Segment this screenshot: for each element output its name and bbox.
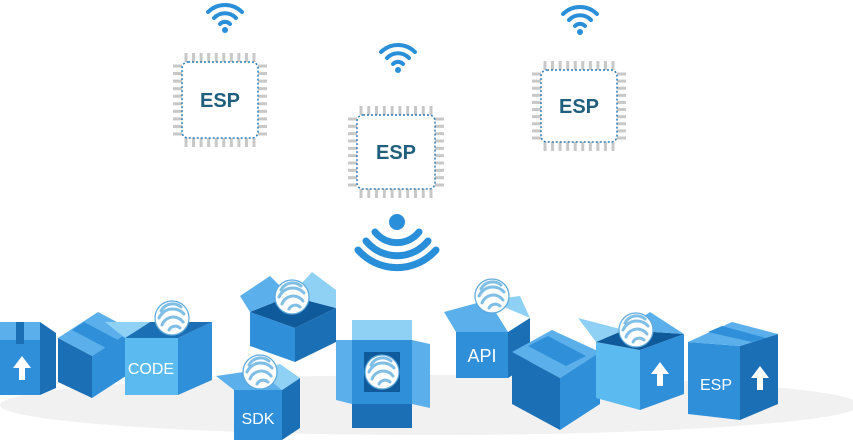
espressif-logo-icon: [241, 353, 279, 391]
espressif-logo-icon: [473, 277, 511, 315]
package-box-center: [336, 320, 430, 428]
chip-label: ESP: [376, 142, 416, 164]
wifi-icon: [379, 42, 417, 75]
package-box-sdk: SDK: [216, 353, 300, 440]
package-box-arrow: [0, 322, 56, 395]
code-label: CODE: [128, 361, 174, 378]
esp-chip: ESP: [173, 53, 267, 147]
chip-label: ESP: [200, 90, 240, 112]
package-box-open-top: [240, 272, 336, 362]
api-label: API: [467, 346, 496, 366]
package-box-api: API: [444, 277, 530, 378]
espressif-logo-icon: [273, 278, 311, 316]
espressif-logo-icon: [153, 299, 191, 337]
espressif-logo-icon: [617, 311, 655, 349]
package-box-open-arrow: [578, 311, 684, 410]
package-box-code: CODE: [105, 299, 212, 395]
esp-box-label: ESP: [700, 377, 732, 394]
wifi-icon: [561, 4, 599, 37]
wifi-icon: [206, 2, 244, 35]
package-box-esp: ESP: [688, 322, 778, 420]
broadcast-signal-icon: [354, 214, 440, 272]
espressif-logo-icon: [363, 353, 401, 391]
esp-chip: ESP: [532, 61, 626, 151]
package-box-large: [512, 330, 600, 430]
esp-chip: ESP: [348, 106, 444, 198]
sdk-label: SDK: [242, 411, 275, 428]
chip-label: ESP: [559, 96, 599, 118]
